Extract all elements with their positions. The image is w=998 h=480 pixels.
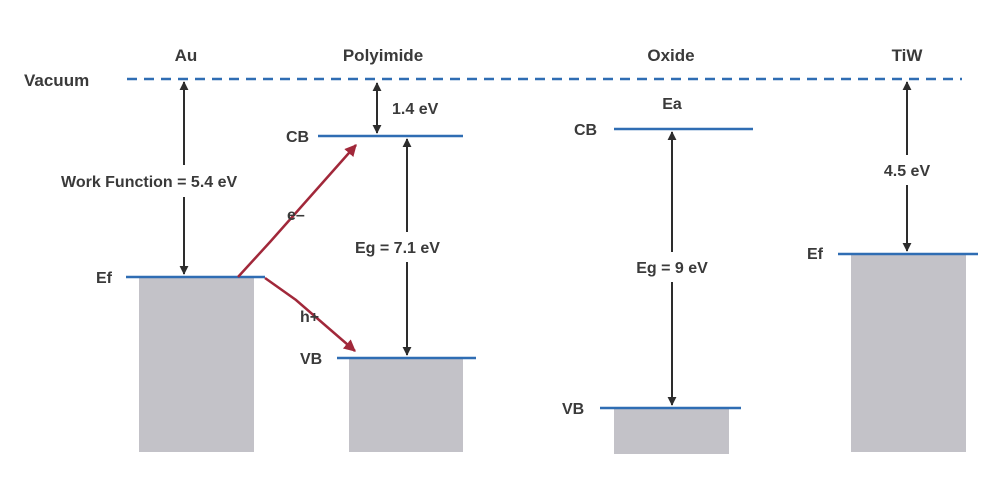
tiw-title: TiW: [892, 46, 924, 65]
polyimide-band-fill: [349, 358, 463, 452]
electron-injection-arrow: [237, 144, 357, 278]
polyimide-title: Polyimide: [343, 46, 423, 65]
oxide-vb-label: VB: [562, 401, 584, 418]
hole-injection-arrow: [264, 276, 356, 352]
au-band-fill: [139, 277, 254, 452]
oxide-band-fill: [614, 408, 729, 454]
oxide-ea-label: Ea: [662, 96, 682, 113]
au-ef-label: Ef: [96, 270, 113, 287]
tiw-work-function-label: 4.5 eV: [884, 163, 931, 180]
oxide-cb-label: CB: [574, 122, 597, 139]
polyimide-bandgap-label: Eg = 7.1 eV: [355, 240, 440, 257]
tiw-band-fill: [851, 254, 966, 452]
polyimide-gap-to-vacuum-label: 1.4 eV: [392, 101, 439, 118]
polyimide-cb-label: CB: [286, 129, 309, 146]
au-title: Au: [175, 46, 198, 65]
oxide-bandgap-label: Eg = 9 eV: [636, 260, 708, 277]
hole-label: h+: [300, 309, 319, 326]
vacuum-label: Vacuum: [24, 71, 89, 90]
tiw-ef-label: Ef: [807, 246, 824, 263]
polyimide-vb-label: VB: [300, 351, 322, 368]
oxide-title: Oxide: [647, 46, 694, 65]
au-work-function-label: Work Function = 5.4 eV: [61, 174, 238, 191]
electron-label: e–: [287, 207, 305, 224]
